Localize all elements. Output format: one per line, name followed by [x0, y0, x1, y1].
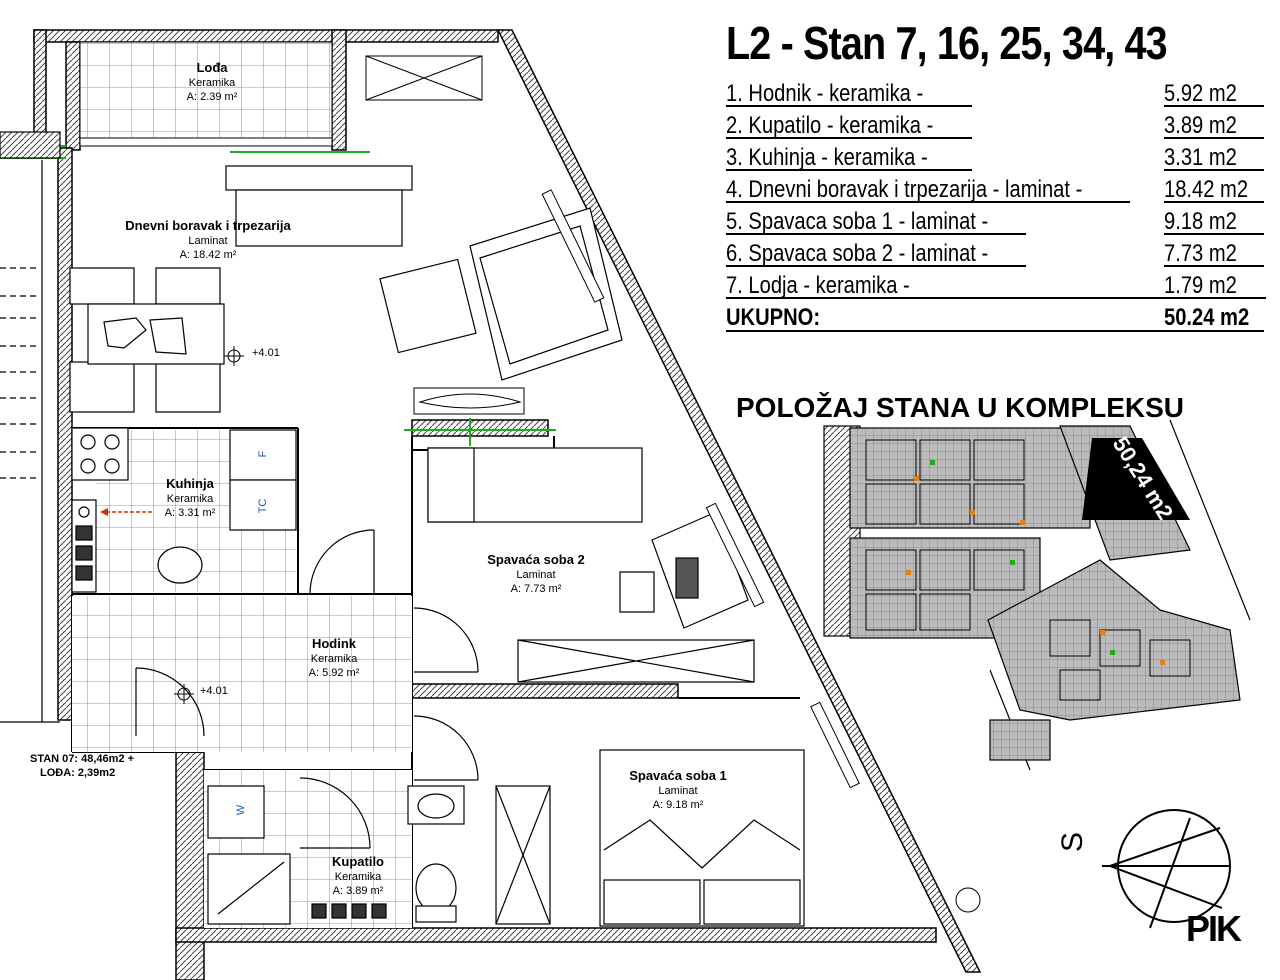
- room-label-bedroom2: Spavaća soba 2 Laminat A: 7.73 m²: [487, 552, 585, 595]
- room-label-bedroom1: Spavaća soba 1 Laminat A: 9.18 m²: [629, 768, 727, 811]
- area-row-value: 18.42 m2: [1164, 176, 1249, 203]
- room-label-bathroom: Kupatilo Keramika A: 3.89 m²: [332, 854, 384, 897]
- svg-text:Kupatilo: Kupatilo: [332, 854, 384, 869]
- level-label-hall: +4.01: [200, 685, 228, 697]
- svg-text:Laminat: Laminat: [188, 235, 227, 247]
- complex-room-grid: [865, 439, 1191, 701]
- pik-logo-icon: PIK: [1186, 908, 1244, 949]
- area-row-value: 7.73 m2: [1164, 240, 1237, 267]
- position-heading: POLOŽAJ STANA U KOMPLEKSU: [736, 392, 1185, 423]
- ventilation-box: [365, 55, 483, 101]
- svg-text:Keramika: Keramika: [311, 653, 358, 665]
- bathroom-fixtures: [207, 785, 465, 925]
- area-row-value: 3.31 m2: [1164, 144, 1237, 171]
- fixture-dryer-label: TC: [257, 499, 269, 514]
- area-row: 2. Kupatilo - keramika - 3.89 m2: [726, 110, 1266, 142]
- room-label-loggia: Lođa Keramika A: 2.39 m²: [187, 60, 238, 103]
- bedroom1-furniture: [495, 749, 805, 927]
- living-furniture: [69, 165, 623, 413]
- window-marks: [541, 189, 981, 913]
- loggia-railing: [79, 137, 333, 147]
- area-total-value: 50.24 m2: [1164, 304, 1250, 331]
- area-row-value: 5.92 m2: [1164, 80, 1237, 107]
- area-row-name: 4. Dnevni boravak i trpezarija - laminat…: [726, 176, 1083, 203]
- complex-markers: [906, 460, 1165, 665]
- svg-text:Keramika: Keramika: [189, 77, 236, 89]
- floor-plan: Lođa Keramika A: 2.39 m² Dnevni boravak …: [0, 29, 982, 980]
- area-row: 5. Spavaca soba 1 - laminat - 9.18 m2: [726, 206, 1266, 238]
- svg-text:Lođa: Lođa: [196, 60, 228, 75]
- svg-text:Dnevni boravak i trpezarija: Dnevni boravak i trpezarija: [125, 218, 291, 233]
- svg-text:Kuhinja: Kuhinja: [166, 476, 214, 491]
- bedroom2-furniture: [427, 447, 755, 683]
- compass-label: S: [1056, 832, 1089, 852]
- plant-decor: [413, 387, 525, 415]
- level-label-living: +4.01: [252, 347, 280, 359]
- room-label-living: Dnevni boravak i trpezarija Laminat A: 1…: [125, 218, 291, 261]
- area-row: 4. Dnevni boravak i trpezarija - laminat…: [726, 174, 1266, 206]
- svg-text:Laminat: Laminat: [516, 569, 555, 581]
- svg-text:A: 5.92 m²: A: 5.92 m²: [309, 667, 360, 679]
- svg-text:A: 3.31 m²: A: 3.31 m²: [165, 507, 216, 519]
- area-row: 1. Hodnik - keramika - 5.92 m2: [726, 78, 1266, 110]
- stan-note-line1: STAN 07: 48,46m2 +: [30, 753, 134, 765]
- area-row: 6. Spavaca soba 2 - laminat - 7.73 m2: [726, 238, 1266, 270]
- area-row-name: 3. Kuhinja - keramika -: [726, 144, 928, 171]
- exterior-walls: [33, 29, 982, 980]
- svg-text:A: 18.42 m²: A: 18.42 m²: [180, 249, 237, 261]
- area-total-label: UKUPNO:: [726, 304, 821, 331]
- area-total-row: UKUPNO: 50.24 m2: [726, 302, 1266, 334]
- apartment-highlight-badge: 50,24 m2: [1082, 432, 1190, 524]
- page-title: L2 - Stan 7, 16, 25, 34, 43: [726, 17, 1168, 69]
- area-row-name: 7. Lodja - keramika -: [726, 272, 910, 299]
- svg-text:A: 7.73 m²: A: 7.73 m²: [511, 583, 562, 595]
- svg-text:A: 2.39 m²: A: 2.39 m²: [187, 91, 238, 103]
- svg-text:Spavaća soba 1: Spavaća soba 1: [629, 768, 727, 783]
- svg-text:A: 3.89 m²: A: 3.89 m²: [333, 885, 384, 897]
- fixture-fridge-label: F: [257, 450, 269, 457]
- left-edge: [0, 131, 61, 723]
- kitchen-arrow-head: [100, 508, 108, 516]
- area-row-value: 1.79 m2: [1164, 272, 1237, 299]
- loggia-floor: [79, 41, 333, 143]
- kitchen-fixtures: [71, 427, 297, 593]
- level-markers: [174, 346, 244, 704]
- area-row-value: 9.18 m2: [1164, 208, 1237, 235]
- complex-site-plan: [823, 419, 1251, 771]
- svg-text:Keramika: Keramika: [167, 493, 214, 505]
- area-row: 3. Kuhinja - keramika - 3.31 m2: [726, 142, 1266, 174]
- compass-icon: S: [1056, 809, 1231, 929]
- area-row-value: 3.89 m2: [1164, 112, 1237, 139]
- svg-text:A: 9.18 m²: A: 9.18 m²: [653, 799, 704, 811]
- room-label-kitchen: Kuhinja Keramika A: 3.31 m²: [165, 476, 216, 519]
- svg-text:Laminat: Laminat: [658, 785, 697, 797]
- area-row-name: 1. Hodnik - keramika -: [726, 80, 924, 107]
- area-row-name: 2. Kupatilo - keramika -: [726, 112, 934, 139]
- area-row-name: 5. Spavaca soba 1 - laminat -: [726, 208, 989, 235]
- area-table: 1. Hodnik - keramika - 5.92 m2 2. Kupati…: [726, 78, 1266, 334]
- area-row: 7. Lodja - keramika - 1.79 m2: [726, 270, 1266, 302]
- logo-text: PIK: [1186, 908, 1242, 949]
- svg-text:Spavaća soba 2: Spavaća soba 2: [487, 552, 585, 567]
- fixture-washer-label: W: [235, 804, 247, 815]
- stan-note-line2: LOĐA: 2,39m2: [40, 767, 115, 779]
- area-row-name: 6. Spavaca soba 2 - laminat -: [726, 240, 989, 267]
- svg-text:Hodink: Hodink: [312, 636, 357, 651]
- room-label-hall: Hodink Keramika A: 5.92 m²: [309, 636, 360, 679]
- svg-text:Keramika: Keramika: [335, 871, 382, 883]
- hall-floor: [72, 596, 412, 752]
